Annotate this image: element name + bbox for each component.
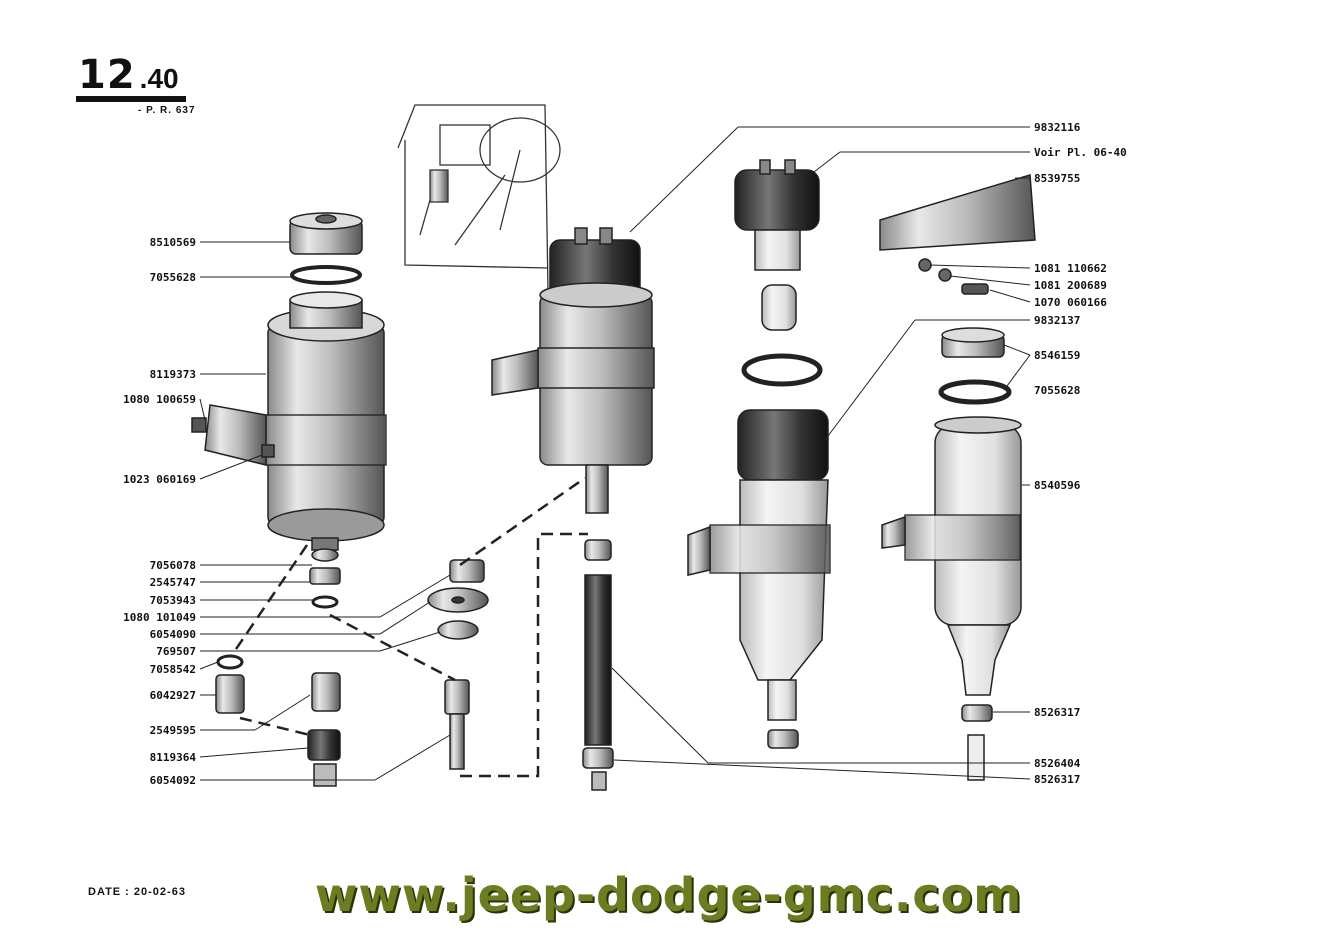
part-label: 8526404 [1034, 757, 1081, 770]
plate-date: DATE : 20-02-63 [88, 886, 186, 898]
part-label: 1080 101049 [123, 611, 196, 624]
part-label: 1023 060169 [123, 473, 196, 486]
part-label: 9832116 [1034, 121, 1081, 134]
part-label: 8119373 [150, 368, 196, 381]
left-reservoir [191, 212, 387, 551]
far-right-filter [879, 174, 1036, 781]
left-fittings [215, 548, 489, 787]
part-label: 6042927 [150, 689, 196, 702]
plate-number: 12.40 [78, 52, 179, 98]
part-label: 7058542 [150, 663, 196, 676]
part-label: 1080 100659 [123, 393, 196, 406]
plate-underline [76, 96, 186, 102]
center-filter [491, 227, 655, 791]
part-label: 7055628 [1034, 384, 1080, 397]
part-label: 1081 110662 [1034, 262, 1107, 275]
glass-bowl-filter [687, 159, 831, 749]
part-label: 8540596 [1034, 479, 1081, 492]
part-label: 6054090 [150, 628, 196, 641]
part-label: 8526317 [1034, 706, 1080, 719]
plate-reference: - P. R. 637 [138, 105, 196, 116]
part-label: 8510569 [150, 236, 196, 249]
part-label: 8546159 [1034, 349, 1080, 362]
part-label: 8119364 [150, 751, 197, 764]
labels-left: 8510569 7055628 8119373 1080 100659 1023… [123, 236, 196, 787]
part-label: 2545747 [150, 576, 196, 589]
part-label: 7055628 [150, 271, 196, 284]
labels-right: 9832116 Voir Pl. 06-40 8539755 1081 1106… [1034, 121, 1127, 786]
part-label: 1070 060166 [1034, 296, 1107, 309]
part-label: 8539755 [1034, 172, 1080, 185]
part-label: 769507 [156, 645, 196, 658]
part-label: 2549595 [150, 724, 196, 737]
watermark-url: www.jeep-dodge-gmc.com [314, 868, 1023, 922]
part-label: 9832137 [1034, 314, 1080, 327]
leader-lines [199, 126, 1031, 781]
part-label: 6054092 [150, 774, 196, 787]
part-label: 7053943 [150, 594, 196, 607]
part-label: 8526317 [1034, 773, 1080, 786]
part-label: 1081 200689 [1034, 279, 1107, 292]
part-label: 7056078 [150, 559, 196, 572]
part-label: Voir Pl. 06-40 [1034, 146, 1127, 159]
inset-vehicle-sketch [397, 104, 561, 291]
